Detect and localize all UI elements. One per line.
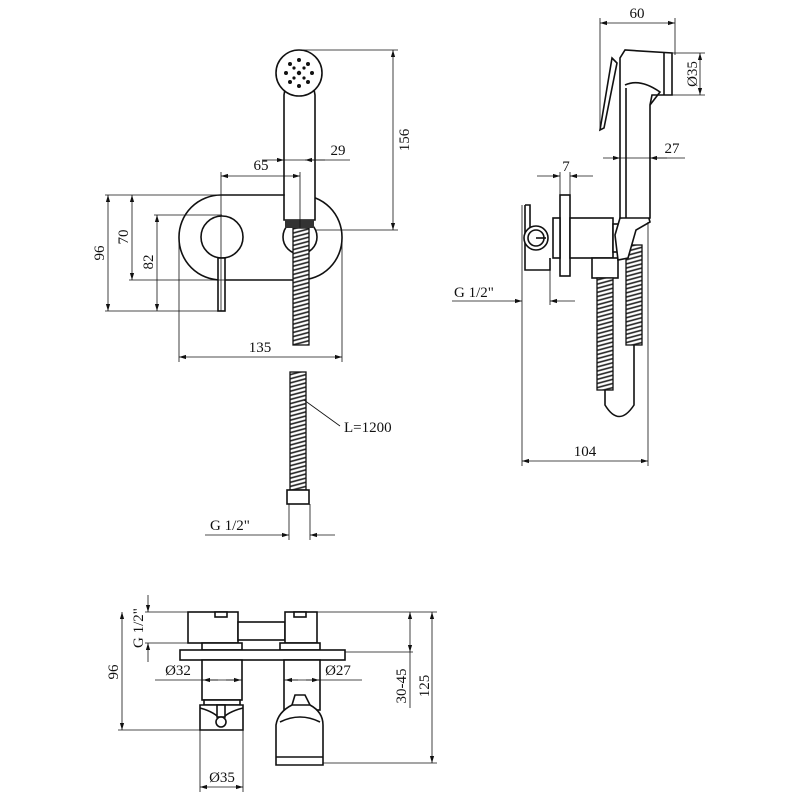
dim-104: 104	[574, 444, 597, 460]
hose-side-2	[625, 244, 643, 346]
dim-diameter-35-knob: Ø35	[209, 770, 235, 786]
hose-view: L=1200 G 1/2"	[205, 371, 392, 540]
front-view: 156 29 65 96 70 82 135	[92, 49, 413, 362]
dim-70: 70	[116, 230, 132, 245]
hose-connector	[591, 257, 619, 279]
hose-loop	[604, 345, 635, 418]
dim-156: 156	[397, 128, 413, 151]
dim-diameter-27: Ø27	[325, 663, 351, 679]
connecting-pipe	[237, 621, 286, 641]
dim-65: 65	[254, 158, 269, 174]
side-plate	[559, 194, 571, 277]
hose-side-1	[596, 277, 614, 391]
spray-nozzles-icon	[284, 58, 314, 88]
mixer-lever	[217, 257, 226, 312]
hose	[289, 371, 307, 491]
dim-29: 29	[331, 143, 346, 159]
hose-nut	[286, 489, 310, 505]
dim-diameter-35: Ø35	[685, 61, 701, 87]
dim-96: 96	[92, 245, 108, 261]
dim-30-45: 30-45	[394, 669, 410, 704]
mixer-knob	[200, 215, 244, 259]
dim-60: 60	[630, 6, 645, 22]
top-dim-96: 96	[106, 664, 122, 680]
hand-shower-thread	[285, 220, 314, 228]
spout-top	[275, 704, 324, 766]
hose-length-label: L=1200	[344, 420, 392, 436]
hand-shower-body	[283, 79, 316, 221]
hose-thread-label: G 1/2"	[210, 518, 250, 534]
top-thread-label: G 1/2"	[131, 608, 147, 648]
dim-7: 7	[562, 159, 570, 175]
top-plate	[179, 649, 346, 661]
hose-front	[292, 227, 310, 346]
side-view: 60 Ø35 27 7 G 1/2" 104	[452, 6, 705, 466]
valve-body	[552, 217, 561, 259]
dim-diameter-32: Ø32	[165, 663, 191, 679]
dim-125: 125	[417, 675, 433, 698]
dim-135: 135	[249, 340, 272, 356]
side-thread-label: G 1/2"	[454, 285, 494, 301]
trigger-lever	[598, 56, 618, 132]
dim-82: 82	[141, 255, 157, 270]
left-body	[187, 611, 239, 644]
top-view: G 1/2" 96 Ø32 Ø27 30-45 125 Ø35	[106, 595, 437, 792]
outlet-cylinder	[283, 659, 321, 711]
dim-27: 27	[665, 141, 681, 157]
